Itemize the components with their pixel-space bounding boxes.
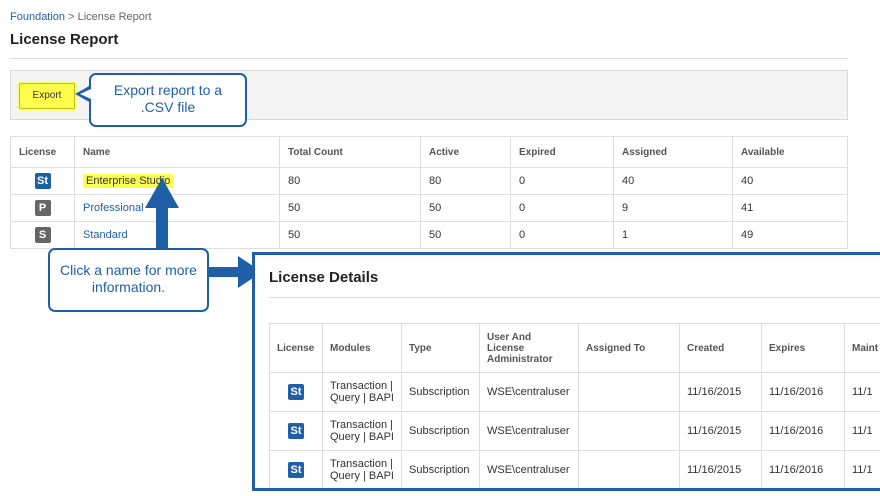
- expired-cell: 0: [510, 221, 614, 249]
- breadcrumb-foundation-link[interactable]: Foundation: [10, 11, 66, 23]
- license-table: License Name Total Count Active Expired …: [10, 136, 848, 249]
- assigned-to-cell: [578, 372, 680, 412]
- active-cell: 80: [420, 167, 511, 195]
- details-divider: [269, 297, 880, 298]
- license-name-link[interactable]: Enterprise Studio: [83, 174, 174, 188]
- type-cell: Subscription: [401, 372, 480, 412]
- studio-license-icon: St: [288, 384, 304, 400]
- maintenance-cell: 11/1: [844, 411, 880, 451]
- license-name-link[interactable]: Standard: [83, 229, 128, 241]
- license-details-panel: License Details License Modules Type Use…: [252, 252, 880, 491]
- col-assigned: Assigned: [613, 136, 733, 168]
- assigned-to-cell: [578, 450, 680, 488]
- col-assigned-to: Assigned To: [578, 323, 680, 373]
- export-callout: Export report to a .CSV file: [89, 73, 247, 127]
- active-cell: 50: [420, 194, 511, 222]
- studio-license-icon: St: [288, 462, 304, 478]
- table-row: St Transaction | Query | BAPI Subscripti…: [269, 372, 880, 412]
- col-license: License: [10, 136, 75, 168]
- assigned-to-cell: [578, 411, 680, 451]
- license-details-table: License Modules Type User And License Ad…: [269, 323, 880, 488]
- expired-cell: 0: [510, 167, 614, 195]
- studio-license-icon: St: [288, 423, 304, 439]
- col-admin: User And License Administrator: [479, 323, 579, 373]
- breadcrumb: Foundation > License Report: [10, 11, 152, 23]
- professional-license-icon: P: [34, 200, 51, 216]
- title-divider: [10, 58, 848, 59]
- available-cell: 41: [732, 194, 848, 222]
- right-arrow-to-details: [204, 256, 262, 288]
- expired-cell: 0: [510, 194, 614, 222]
- maintenance-cell: 11/1: [844, 372, 880, 412]
- details-table-header: License Modules Type User And License Ad…: [269, 323, 880, 373]
- name-callout: Click a name for more information.: [48, 248, 209, 312]
- up-arrow-to-name: [145, 178, 179, 250]
- license-name-link[interactable]: Professional: [83, 202, 144, 214]
- page-title: License Report: [10, 31, 119, 48]
- table-row: St Transaction | Query | BAPI Subscripti…: [269, 411, 880, 451]
- assigned-cell: 1: [613, 221, 733, 249]
- table-row: S Standard 50 50 0 1 49: [10, 221, 848, 249]
- modules-cell: Transaction | Query | BAPI: [322, 411, 402, 451]
- col-created: Created: [679, 323, 762, 373]
- modules-cell: Transaction | Query | BAPI: [322, 372, 402, 412]
- type-cell: Subscription: [401, 411, 480, 451]
- admin-cell: WSE\centraluser: [479, 450, 579, 488]
- expires-cell: 11/16/2016: [761, 450, 845, 488]
- assigned-cell: 40: [613, 167, 733, 195]
- active-cell: 50: [420, 221, 511, 249]
- created-cell: 11/16/2015: [679, 411, 762, 451]
- maintenance-cell: 11/1: [844, 450, 880, 488]
- export-button[interactable]: Export: [19, 83, 75, 109]
- expires-cell: 11/16/2016: [761, 411, 845, 451]
- col-total-count: Total Count: [279, 136, 421, 168]
- breadcrumb-current: License Report: [77, 11, 152, 23]
- col-maintenance: Maint: [844, 323, 880, 373]
- assigned-cell: 9: [613, 194, 733, 222]
- col-type: Type: [401, 323, 480, 373]
- total-count-cell: 50: [279, 194, 421, 222]
- col-license: License: [269, 323, 323, 373]
- type-cell: Subscription: [401, 450, 480, 488]
- admin-cell: WSE\centraluser: [479, 411, 579, 451]
- table-row: P Professional 50 50 0 9 41: [10, 194, 848, 222]
- name-callout-text: Click a name for more information.: [60, 262, 197, 295]
- expires-cell: 11/16/2016: [761, 372, 845, 412]
- col-available: Available: [732, 136, 848, 168]
- col-modules: Modules: [322, 323, 402, 373]
- admin-cell: WSE\centraluser: [479, 372, 579, 412]
- studio-license-icon: St: [34, 173, 51, 189]
- standard-license-icon: S: [34, 227, 51, 243]
- license-details-title: License Details: [269, 269, 379, 286]
- created-cell: 11/16/2015: [679, 372, 762, 412]
- export-callout-text: Export report to a .CSV file: [113, 82, 223, 115]
- table-row: St Enterprise Studio 80 80 0 40 40: [10, 167, 848, 195]
- license-table-header: License Name Total Count Active Expired …: [10, 136, 848, 168]
- breadcrumb-separator: >: [68, 11, 75, 23]
- available-cell: 40: [732, 167, 848, 195]
- table-row: St Transaction | Query | BAPI Subscripti…: [269, 450, 880, 488]
- col-expires: Expires: [761, 323, 845, 373]
- total-count-cell: 50: [279, 221, 421, 249]
- col-active: Active: [420, 136, 511, 168]
- col-expired: Expired: [510, 136, 614, 168]
- created-cell: 11/16/2015: [679, 450, 762, 488]
- available-cell: 49: [732, 221, 848, 249]
- modules-cell: Transaction | Query | BAPI: [322, 450, 402, 488]
- total-count-cell: 80: [279, 167, 421, 195]
- export-callout-pointer: [75, 85, 91, 103]
- col-name: Name: [74, 136, 280, 168]
